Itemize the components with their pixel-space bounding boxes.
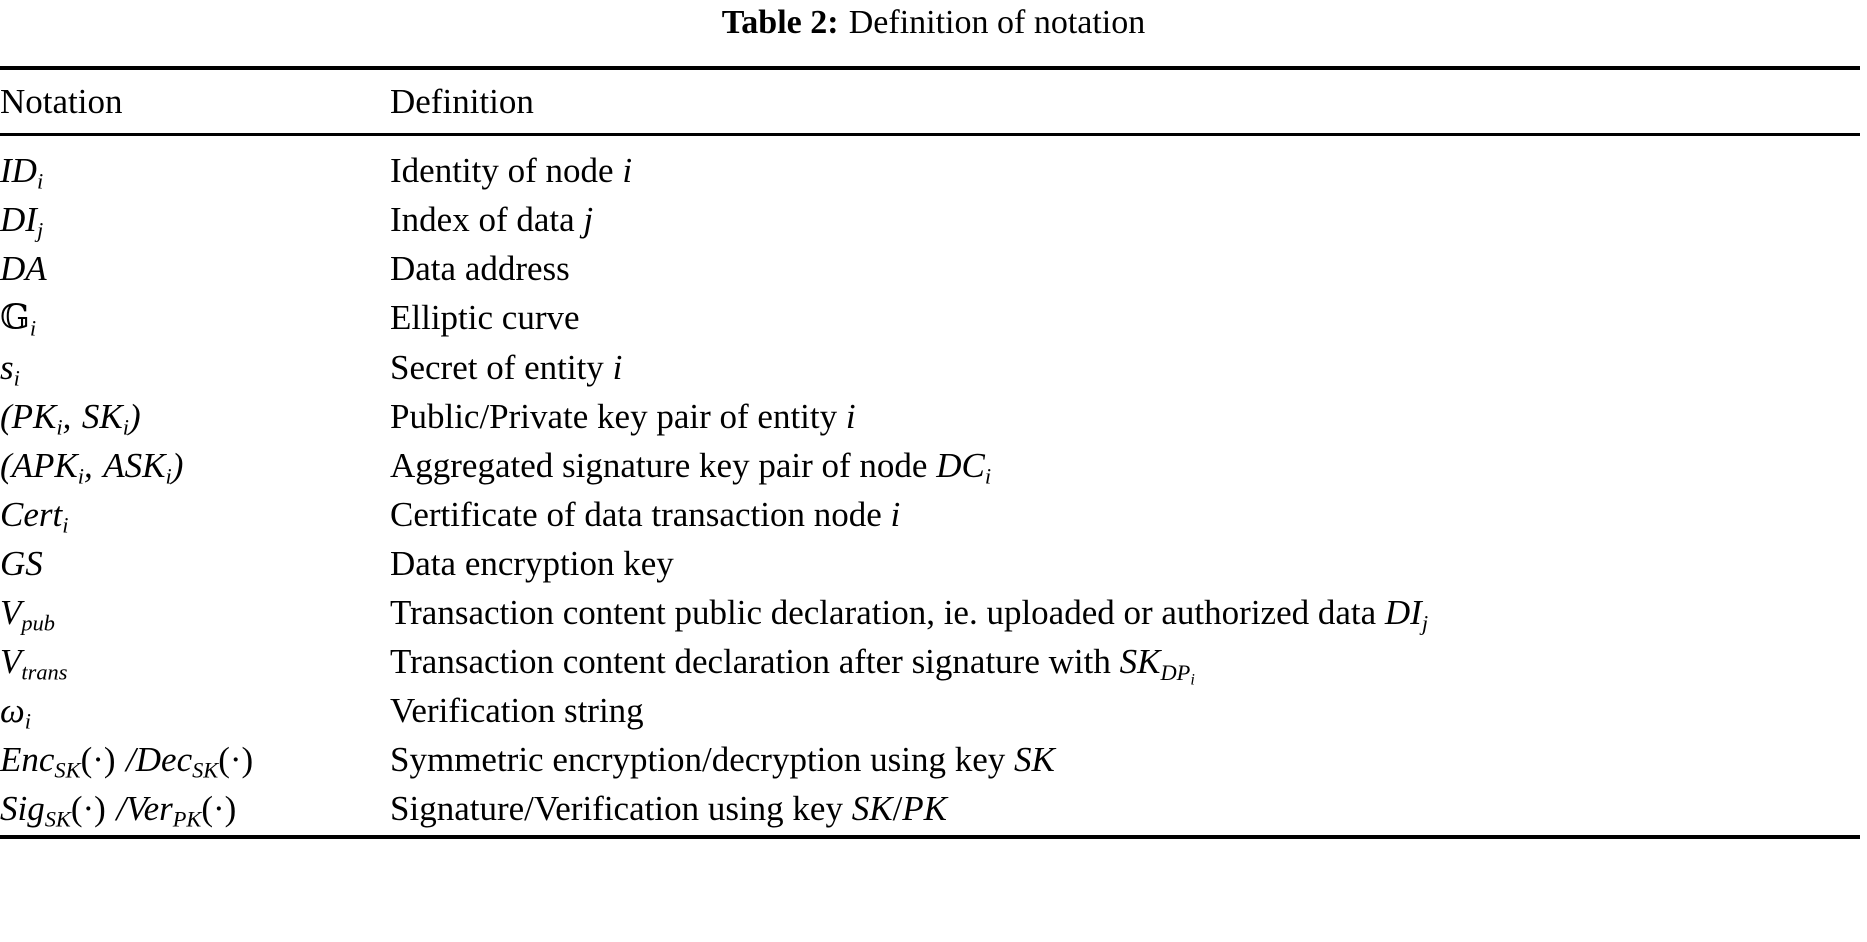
notation-enc-dec: EncSK(·)/DecSK(·): [0, 740, 254, 783]
table-caption: Table 2:Definition of notation: [0, 0, 1867, 44]
table-row: DA Data address: [0, 244, 1860, 293]
notation-s-i: si: [0, 348, 20, 391]
definition-da: Data address: [390, 249, 570, 288]
table-caption-text: Definition of notation: [848, 4, 1146, 41]
notation-gs: GS: [0, 544, 43, 583]
definition-di-j: Index of data j: [390, 200, 594, 239]
notation-group-g-i: 𝔾i: [0, 298, 37, 341]
definition-id-i: Identity of node i: [390, 151, 633, 190]
definition-v-trans: Transaction content declaration after si…: [390, 642, 1195, 689]
notation-di-j: DIj: [0, 200, 44, 243]
table-body: IDi Identity of node i DIj Index of data…: [0, 136, 1860, 833]
notation-apk-ask-pair: (APKi,ASKi): [0, 446, 184, 489]
table-header: Notation Definition: [0, 70, 1860, 133]
table-row: EncSK(·)/DecSK(·) Symmetric encryption/d…: [0, 735, 1860, 784]
definition-apk-ask-pair: Aggregated signature key pair of node DC…: [390, 446, 992, 489]
notation-sig-ver: SigSK(·)/VerPK(·): [0, 789, 237, 832]
definition-pk-sk-pair: Public/Private key pair of entity i: [390, 397, 856, 436]
notation-cert-i: Certi: [0, 495, 69, 538]
definition-omega-i: Verification string: [390, 691, 644, 730]
table-row: 𝔾i Elliptic curve: [0, 293, 1860, 343]
definition-group-g-i: Elliptic curve: [390, 298, 580, 337]
table-top-rule: [0, 66, 1860, 70]
definition-enc-dec: Symmetric encryption/decryption using ke…: [390, 740, 1055, 779]
table-header-row: Notation Definition: [0, 70, 1860, 133]
table-row: GS Data encryption key: [0, 539, 1860, 588]
notation-pk-sk-pair: (PKi,SKi): [0, 397, 141, 440]
table-row: IDi Identity of node i: [0, 136, 1860, 195]
column-header-definition: Definition: [390, 82, 534, 121]
notation-v-trans: Vtrans: [0, 642, 68, 685]
table-header-rule: [0, 133, 1860, 136]
table-row: Vtrans Transaction content declaration a…: [0, 637, 1860, 689]
definition-sig-ver: Signature/Verification using key SK/PK: [390, 789, 948, 828]
definition-gs: Data encryption key: [390, 544, 674, 583]
notation-omega-i: ωi: [0, 691, 31, 734]
table-row: (APKi,ASKi) Aggregated signature key pai…: [0, 441, 1860, 490]
table-row: SigSK(·)/VerPK(·) Signature/Verification…: [0, 784, 1860, 833]
definition-s-i: Secret of entity i: [390, 348, 623, 387]
notation-table: Notation Definition: [0, 70, 1860, 133]
table-row: ωi Verification string: [0, 686, 1860, 735]
notation-id-i: IDi: [0, 151, 44, 194]
table-caption-label: Table 2:: [721, 4, 839, 41]
table-row: si Secret of entity i: [0, 343, 1860, 392]
column-header-notation: Notation: [0, 82, 123, 121]
table-bottom-rule: [0, 835, 1860, 839]
notation-da: DA: [0, 249, 47, 288]
table-row: DIj Index of data j: [0, 195, 1860, 244]
definition-cert-i: Certificate of data transaction node i: [390, 495, 901, 534]
notation-v-pub: Vpub: [0, 593, 55, 636]
notation-table-body: IDi Identity of node i DIj Index of data…: [0, 136, 1860, 833]
table-row: (PKi,SKi) Public/Private key pair of ent…: [0, 392, 1860, 441]
table-row: Vpub Transaction content public declarat…: [0, 588, 1860, 637]
definition-v-pub: Transaction content public declaration, …: [390, 593, 1429, 636]
table-row: Certi Certificate of data transaction no…: [0, 490, 1860, 539]
